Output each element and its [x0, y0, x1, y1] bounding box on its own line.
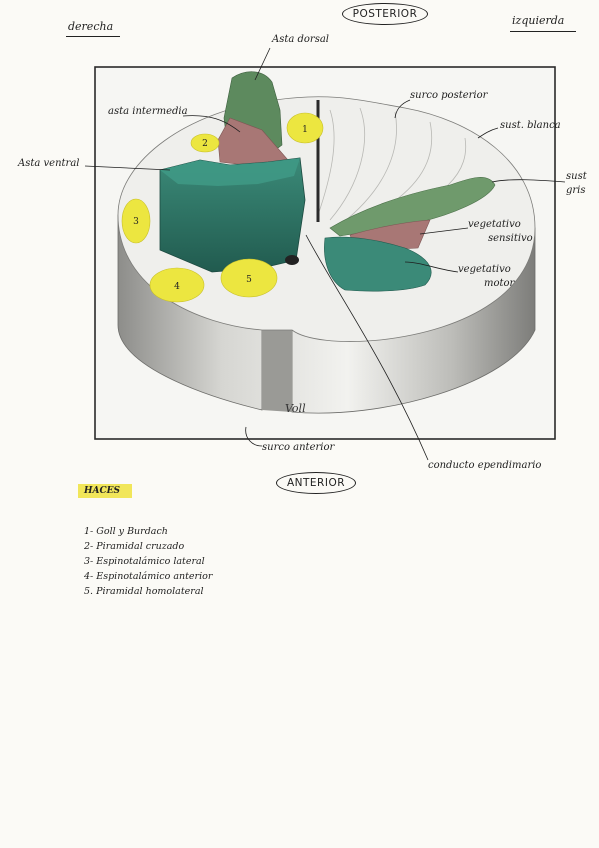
surco-posterior-label: surco posterior	[410, 90, 488, 101]
ventral-horn	[159, 157, 306, 273]
central-canal	[285, 255, 299, 265]
ventral-horn-top	[160, 158, 300, 186]
legend-item: 1- Goll y Burdach	[84, 526, 168, 537]
tract-3-number: 3	[133, 217, 139, 227]
vegetativo-sensitivo-label-line2: sensitivo	[488, 233, 533, 244]
tract-spots	[121, 112, 324, 303]
tract-2-spot	[190, 133, 220, 153]
posterior-label: POSTERIOR	[342, 3, 428, 25]
legend-item: 2- Piramidal cruzado	[84, 541, 185, 552]
legend-title: HACES	[78, 484, 133, 498]
tract-2-number: 2	[202, 139, 208, 149]
vegetativo-motor-label-line2: motor	[484, 278, 515, 289]
asta-intermedia-label: asta intermedia	[108, 106, 188, 117]
vegetativo-sensitivo-label-line1: vegetativo	[468, 219, 521, 230]
sust-blanca-label: sust. blanca	[500, 120, 561, 131]
derecha-label: derecha	[68, 20, 114, 33]
anterior-label: ANTERIOR	[276, 472, 356, 494]
tract-5-spot	[220, 258, 278, 298]
tract-4-number: 4	[174, 282, 180, 292]
leader-lines	[84, 47, 566, 461]
illustrator-signature: Voll	[285, 402, 306, 415]
asta-dorsal-label: Asta dorsal	[272, 34, 330, 45]
vegetativo-motor-label-line1: vegetativo	[458, 264, 511, 275]
legend-item: 4- Espinotalámico anterior	[84, 571, 213, 582]
tract-5-number: 5	[246, 275, 252, 285]
surco-anterior-label: surco anterior	[262, 442, 335, 453]
anterior-fissure	[262, 330, 292, 412]
tract-3-spot	[121, 198, 151, 244]
tract-4-spot	[149, 267, 205, 303]
izquierda-label: izquierda	[512, 14, 565, 27]
sust-gris-label-line1: sust	[566, 171, 587, 182]
vegetative-motor	[324, 236, 432, 292]
conducto-ependimario-label: conducto ependimario	[428, 460, 542, 471]
derecha-underline	[66, 36, 120, 37]
izquierda-underline	[510, 31, 576, 32]
sust-gris-label-line2: gris	[566, 185, 586, 196]
legend-item: 5. Piramidal homolateral	[84, 586, 204, 597]
asta-ventral-label: Asta ventral	[18, 158, 80, 169]
tract-1-number: 1	[302, 125, 308, 135]
tract-1-spot	[286, 112, 324, 144]
legend-item: 3- Espinotalámico lateral	[84, 556, 205, 567]
tracts-legend: HACES 1- Goll y Burdach 2- Piramidal cru…	[78, 478, 212, 597]
